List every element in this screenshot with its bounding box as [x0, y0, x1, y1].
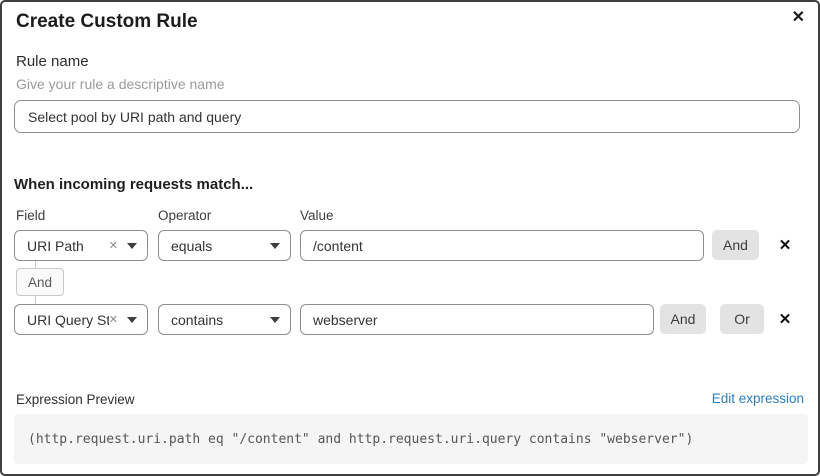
- condition-row-2: URI Query St... ✕ contains And Or ✕: [2, 304, 818, 335]
- column-label-value: Value: [300, 208, 334, 223]
- rule-name-helper: Give your rule a descriptive name: [16, 76, 225, 92]
- column-label-field: Field: [16, 208, 46, 223]
- field-select-2[interactable]: URI Query St... ✕: [14, 304, 148, 335]
- rule-name-input[interactable]: [14, 100, 800, 133]
- match-section-heading: When incoming requests match...: [14, 176, 254, 193]
- operator-select-2[interactable]: contains: [158, 304, 291, 335]
- operator-select-1[interactable]: equals: [158, 230, 291, 261]
- delete-row-1-icon[interactable]: ✕: [778, 237, 792, 254]
- and-connector-badge: And: [16, 268, 65, 296]
- edit-expression-link[interactable]: Edit expression: [711, 391, 804, 406]
- delete-row-2-icon[interactable]: ✕: [778, 311, 792, 328]
- field-select-1-value: URI Path: [27, 237, 84, 254]
- and-button-row-2[interactable]: And: [660, 304, 706, 334]
- field-select-2-value: URI Query St...: [27, 311, 109, 328]
- rule-name-label: Rule name: [16, 53, 89, 70]
- chevron-down-icon: [270, 242, 280, 249]
- connector-line-top: [35, 261, 36, 268]
- or-button-row-2[interactable]: Or: [720, 304, 764, 334]
- expression-preview-label: Expression Preview: [16, 392, 135, 407]
- field-select-1[interactable]: URI Path ✕: [14, 230, 148, 261]
- column-label-operator: Operator: [158, 208, 212, 223]
- expression-code: (http.request.uri.path eq "/content" and…: [28, 431, 694, 447]
- expression-code-block: (http.request.uri.path eq "/content" and…: [14, 414, 808, 464]
- value-input-1[interactable]: [300, 230, 704, 261]
- chevron-down-icon: [270, 316, 280, 323]
- clear-icon[interactable]: ✕: [108, 314, 118, 326]
- and-button-row-1[interactable]: And: [712, 230, 759, 260]
- connector-line-bottom: [35, 296, 36, 304]
- chevron-down-icon: [127, 316, 137, 323]
- dialog-title: Create Custom Rule: [16, 11, 198, 32]
- clear-icon[interactable]: ✕: [108, 240, 118, 252]
- close-icon[interactable]: ✕: [791, 9, 805, 26]
- chevron-down-icon: [127, 242, 137, 249]
- operator-select-2-value: contains: [171, 311, 224, 328]
- condition-row-1: URI Path ✕ equals And ✕: [2, 230, 818, 261]
- value-input-2[interactable]: [300, 304, 654, 335]
- operator-select-1-value: equals: [171, 237, 213, 254]
